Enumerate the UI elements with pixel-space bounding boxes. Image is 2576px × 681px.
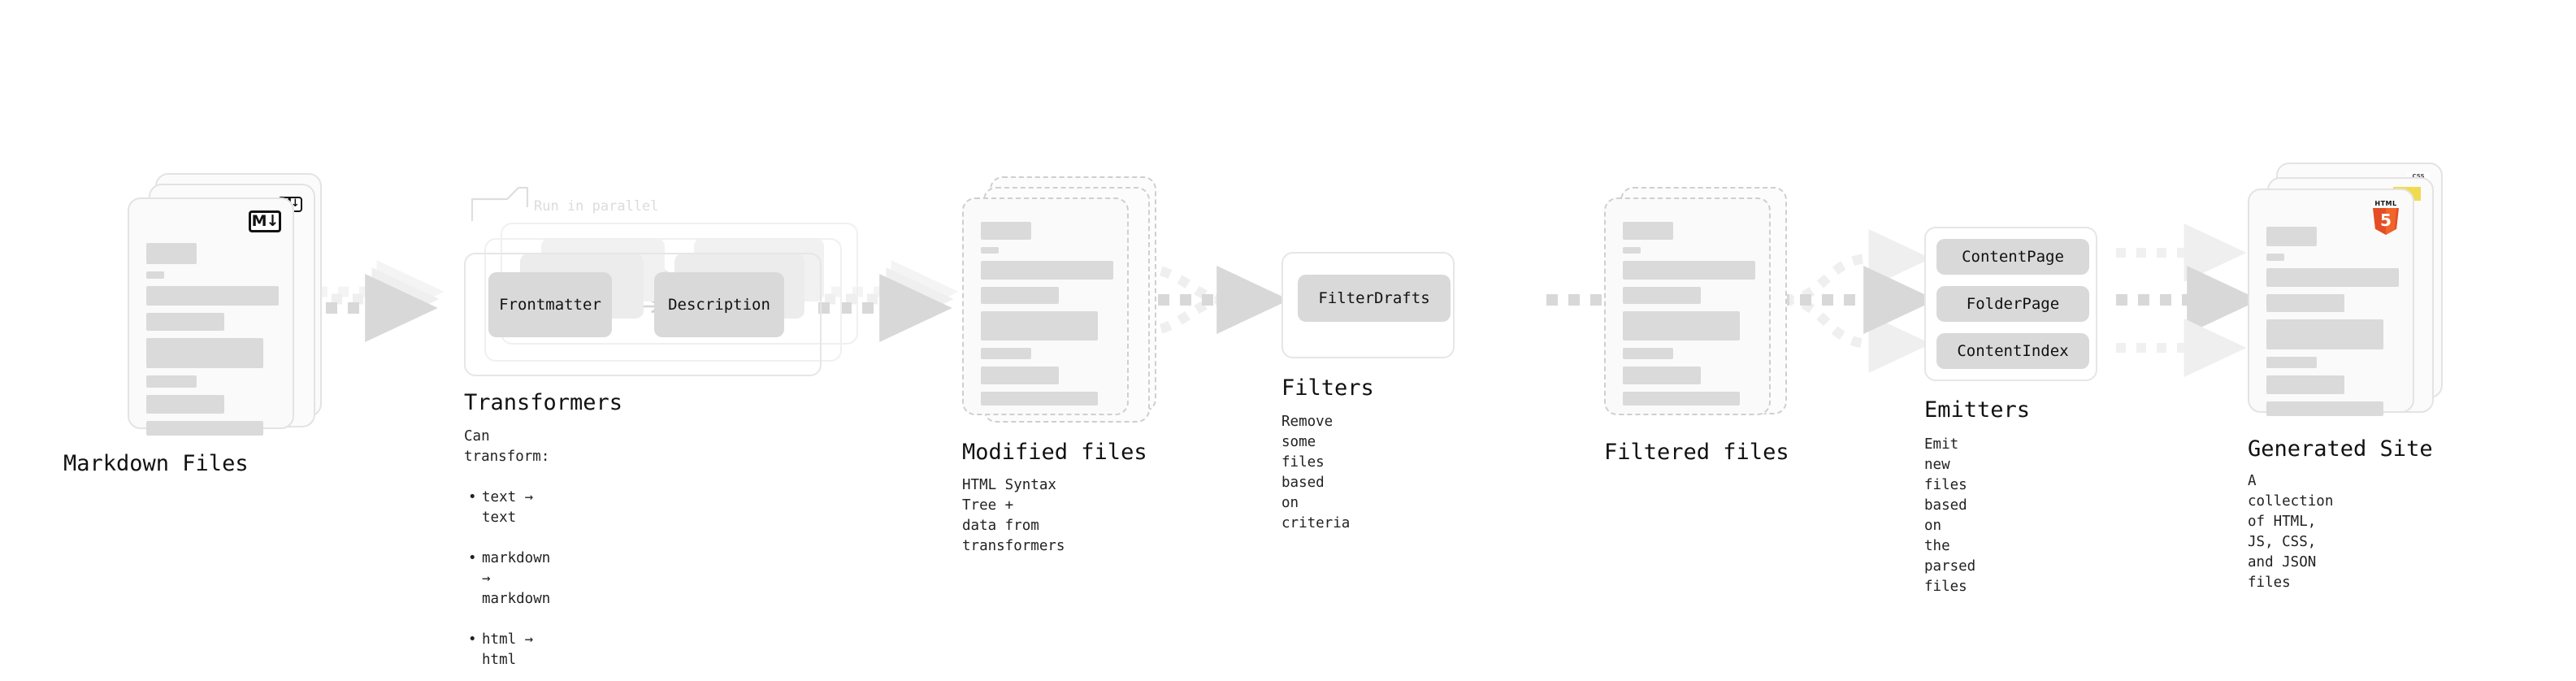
content-bar bbox=[1623, 287, 1701, 304]
content-bar bbox=[981, 261, 1113, 280]
html5-badge-word: HTML bbox=[2374, 200, 2397, 207]
markdown-card-front[interactable]: M↓ bbox=[128, 197, 294, 436]
filtered-card-content bbox=[1623, 222, 1756, 413]
content-bar bbox=[981, 348, 1031, 359]
filtered-files-title: Filtered files bbox=[1604, 440, 1789, 465]
content-bar bbox=[2266, 268, 2399, 287]
run-in-parallel-bracket bbox=[471, 186, 529, 221]
content-bar bbox=[146, 338, 263, 368]
html5-badge-number: 5 bbox=[2380, 210, 2392, 230]
content-bar bbox=[146, 313, 224, 331]
markdown-files-title: Markdown Files bbox=[63, 451, 249, 476]
content-bar bbox=[1623, 261, 1755, 280]
content-bar bbox=[981, 287, 1059, 304]
content-bar bbox=[981, 367, 1059, 384]
content-bar bbox=[2266, 254, 2284, 261]
run-in-parallel-label: Run in parallel bbox=[534, 198, 659, 215]
markdown-card-content bbox=[146, 243, 280, 443]
transformers-subtitle: Can transform: bbox=[464, 428, 550, 465]
modified-files-subtitle: HTML Syntax Tree + data from transformer… bbox=[962, 477, 1065, 554]
content-bar bbox=[981, 247, 999, 254]
filterdrafts-pill[interactable]: FilterDrafts bbox=[1298, 275, 1451, 322]
transform-list-item: markdown → markdown bbox=[468, 549, 550, 609]
content-bar bbox=[1623, 392, 1740, 406]
content-bar bbox=[146, 395, 224, 414]
html5-badge: HTML 5 bbox=[2370, 200, 2401, 235]
modified-card-content bbox=[981, 222, 1114, 413]
content-bar bbox=[2266, 227, 2317, 246]
contentindex-pill[interactable]: ContentIndex bbox=[1936, 333, 2089, 369]
filters-subtitle: Remove some files based on criteria bbox=[1281, 414, 1351, 531]
filters-group[interactable]: FilterDrafts bbox=[1281, 252, 1455, 358]
site-card-front[interactable]: HTML 5 bbox=[2248, 189, 2414, 416]
generated-site-subtitle: A collection of HTML, JS, CSS, and JSON … bbox=[2248, 473, 2334, 591]
content-bar bbox=[1623, 222, 1673, 240]
content-bar bbox=[146, 421, 263, 436]
transform-list: text → text markdown → markdown html → h… bbox=[464, 467, 550, 681]
content-bar bbox=[146, 286, 279, 306]
content-bar bbox=[2266, 357, 2317, 368]
contentpage-pill[interactable]: ContentPage bbox=[1936, 239, 2089, 275]
emitters-group[interactable]: ContentPage FolderPage ContentIndex bbox=[1924, 227, 2097, 381]
transform-list-item: text → text bbox=[468, 488, 550, 528]
content-bar bbox=[981, 392, 1098, 406]
transformer-group-front[interactable]: Frontmatter Description bbox=[464, 253, 822, 376]
emitters-title: Emitters bbox=[1924, 397, 2031, 423]
description-pill[interactable]: Description bbox=[654, 272, 784, 337]
markdown-badge: M↓ bbox=[249, 210, 281, 232]
transform-list-item: html → html bbox=[468, 630, 550, 670]
content-bar bbox=[2266, 294, 2344, 312]
content-bar bbox=[146, 375, 197, 388]
content-bar bbox=[981, 222, 1031, 240]
transformers-bullets: text → text markdown → markdown html → h… bbox=[464, 447, 550, 681]
content-bar bbox=[146, 271, 164, 279]
generated-site-title: Generated Site bbox=[2248, 436, 2433, 462]
content-bar bbox=[1623, 348, 1673, 359]
connector-filtered-to-emitters bbox=[1778, 229, 1936, 373]
folderpage-pill[interactable]: FolderPage bbox=[1936, 286, 2089, 322]
modified-files-title: Modified files bbox=[962, 440, 1147, 465]
modified-card-front[interactable] bbox=[962, 197, 1129, 415]
filters-title: Filters bbox=[1281, 375, 1374, 401]
emitters-subtitle: Emit new files based on the parsed files bbox=[1924, 436, 1976, 595]
content-bar bbox=[1623, 247, 1641, 254]
connector-emitters-to-site bbox=[2116, 223, 2260, 377]
content-bar bbox=[2266, 375, 2344, 394]
content-bar bbox=[146, 243, 197, 264]
frontmatter-pill[interactable]: Frontmatter bbox=[488, 272, 612, 337]
content-bar bbox=[2266, 319, 2383, 349]
transformers-title: Transformers bbox=[464, 390, 623, 415]
content-bar bbox=[2266, 401, 2383, 416]
content-bar bbox=[1623, 311, 1740, 340]
site-card-content bbox=[2266, 227, 2400, 423]
content-bar bbox=[981, 311, 1098, 340]
filtered-card-front[interactable] bbox=[1604, 197, 1771, 415]
content-bar bbox=[1623, 367, 1701, 384]
